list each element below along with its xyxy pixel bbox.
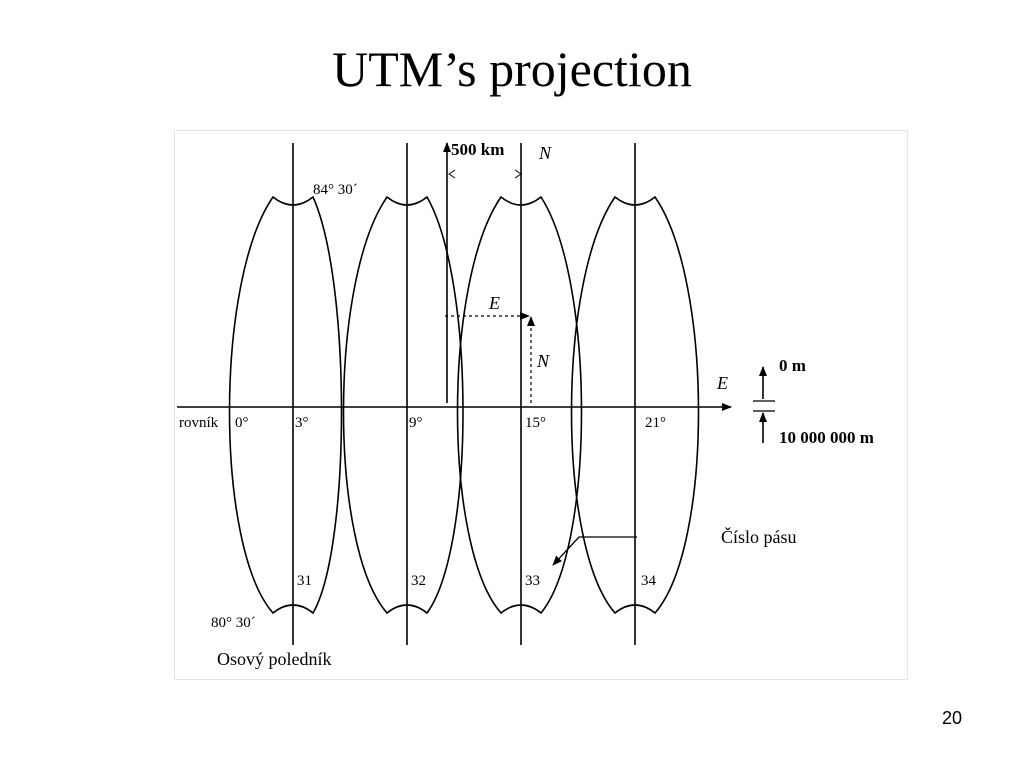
zone-outline-31 [228, 195, 343, 615]
false-northing-ticks [753, 400, 775, 412]
south-false-northing-label: 10 000 000 m [779, 428, 874, 447]
zone-number-34: 34 [641, 573, 657, 589]
grid-north-label: N [538, 143, 552, 163]
equator-label: rovník [179, 415, 219, 431]
easting-label: E [488, 293, 500, 313]
page-number: 20 [941, 708, 962, 728]
central-meridians [292, 143, 636, 645]
zone-number-31: 31 [297, 573, 312, 589]
slide-title: UTM’s projection [332, 41, 692, 97]
zone-number-33: 33 [525, 573, 540, 589]
north-false-northing-label: 0 m [779, 356, 806, 375]
zone-number-pointer-arrow [552, 536, 580, 566]
central-meridian-caption: Osový poledník [217, 649, 332, 669]
bottom-latitude-label: 80° 30´ [211, 615, 256, 631]
zone-outline-34 [570, 195, 700, 615]
top-latitude-label: 84° 30´ [313, 182, 358, 198]
false-easting-bracket [448, 169, 522, 179]
zone-number-caption: Číslo pásu [721, 526, 797, 547]
meridian-label-21: 21° [645, 415, 666, 431]
meridian-label-0: 0° [235, 415, 249, 431]
meridian-label-15: 15° [525, 415, 546, 431]
meridian-label-3: 3° [295, 415, 309, 431]
equator-easting-label: E [716, 373, 728, 393]
zone-number-32: 32 [411, 573, 426, 589]
zone-outline-32 [342, 195, 464, 615]
utm-zones-diagram: 84° 30´ 80° 30´ 500 km N E N E rovník 0°… [174, 130, 908, 680]
zone-outline-33 [456, 195, 583, 615]
northing-label: N [536, 351, 550, 371]
false-easting-label: 500 km [451, 140, 504, 159]
meridian-label-9: 9° [409, 415, 423, 431]
